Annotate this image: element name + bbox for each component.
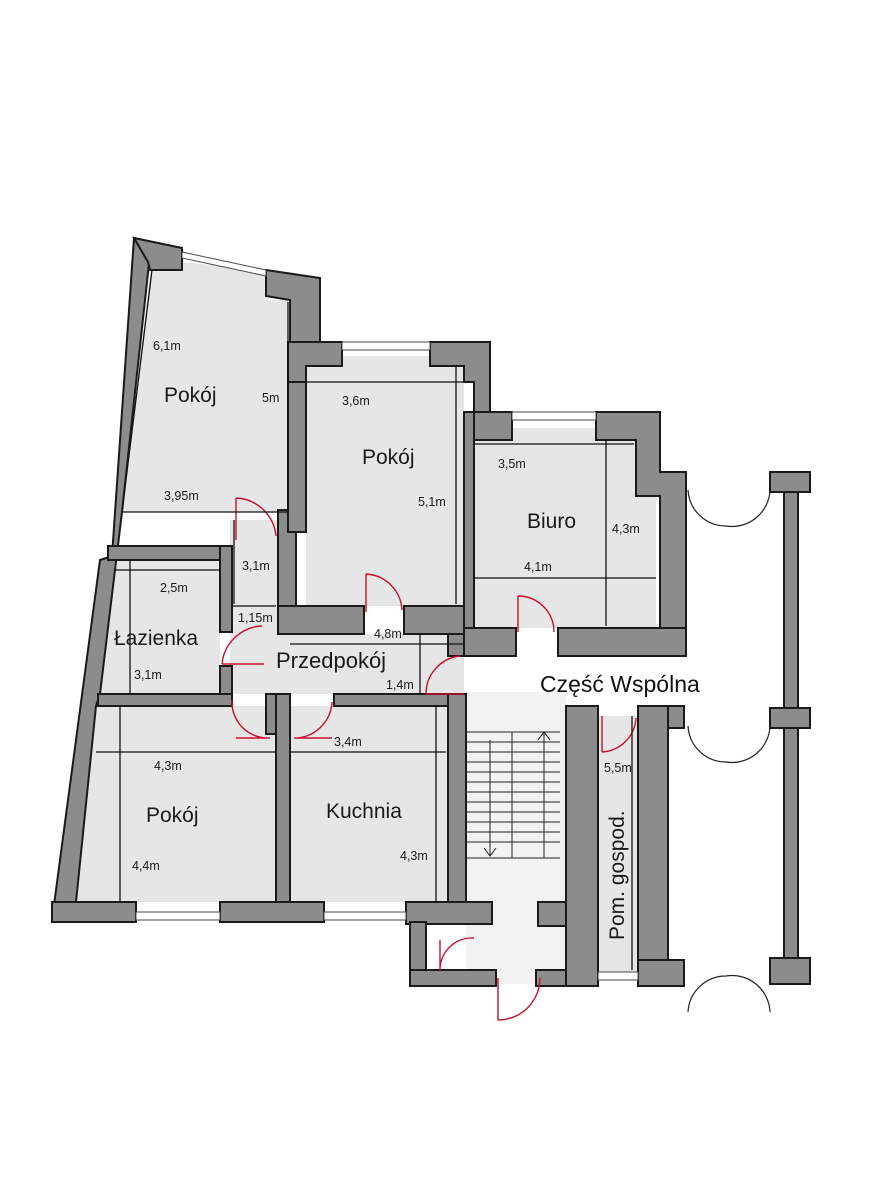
wall-center-biuro [463, 411, 475, 657]
wall-vestibule-right [537, 901, 569, 927]
wall-hall-right [447, 633, 465, 657]
floor-pom-gospod [598, 716, 638, 972]
dim-biuro-width-top: 3,5m [498, 457, 526, 471]
floor-pokoj-sw [76, 706, 276, 902]
window-sw [135, 911, 221, 921]
door-biuro [517, 595, 555, 633]
label-pokoj-nw: Pokój [164, 384, 217, 407]
dim-pom-gospod-height: 5,5m [604, 761, 632, 775]
floor-stairwell [466, 692, 566, 984]
wall-far-right-bottom [769, 957, 811, 985]
door-sw-room [231, 699, 271, 739]
door-balcony-bottom [687, 974, 771, 1013]
dim-kuchnia-height: 4,3m [400, 849, 428, 863]
dim-pokoj-sw-height: 4,4m [132, 859, 160, 873]
label-kuchnia: Kuchnia [326, 800, 402, 823]
walls [50, 236, 811, 987]
dim-biuro-width-bottom: 4,1m [524, 560, 552, 574]
door-main-exit [497, 977, 541, 1021]
wall-biuro-bottom-right [557, 627, 687, 657]
wall-biuro-bottom-left [463, 627, 517, 657]
window-pom [597, 971, 639, 981]
window-nw [181, 251, 267, 277]
wall-kuchnia-top [333, 693, 467, 707]
dim-biuro-height: 4,3m [612, 522, 640, 536]
dimension-labels: 6,1m 5m 3,95m 3,6m 5,1m 3,5m 4,3m 4,1m 2… [132, 339, 640, 873]
dim-lazienka-width: 2,5m [160, 581, 188, 595]
dim-kuchnia-width: 3,4m [334, 735, 362, 749]
door-center-room [365, 573, 403, 612]
door-balcony-top [687, 489, 771, 528]
wall-far-right-post [783, 491, 799, 709]
window-biuro [511, 411, 597, 421]
dim-lazienka-height: 3,1m [134, 668, 162, 682]
dim-hall-width: 1,15m [238, 611, 273, 625]
label-lazienka: Łazienka [114, 627, 198, 650]
wall-south-bottom-3 [405, 901, 493, 925]
label-biuro: Biuro [527, 510, 576, 533]
dim-hall-height: 3,1m [242, 559, 270, 573]
wall-center-bottom-left [277, 605, 365, 635]
window-kuchnia [323, 911, 407, 921]
dim-pokoj-sw-width: 4,3m [154, 759, 182, 773]
wall-far-right-top [769, 471, 811, 493]
window-center [341, 341, 431, 351]
label-pokoj-sw: Pokój [146, 804, 199, 827]
wall-pom-bottom [637, 959, 685, 987]
label-przedpokoj: Przedpokój [276, 648, 386, 673]
wall-south-bottom-1 [51, 901, 137, 923]
wall-lazienka-right [219, 545, 233, 633]
label-pokoj-center: Pokój [362, 446, 415, 469]
wall-pom-left [565, 705, 599, 987]
door-pom-gospod [601, 716, 637, 753]
dim-pokoj-nw-diag: 6,1m [153, 339, 181, 353]
wall-kuchnia-right [447, 693, 467, 909]
wall-pom-right [637, 705, 685, 987]
wall-south-bottom-2 [219, 901, 325, 923]
dim-pokoj-nw-height: 5m [262, 391, 279, 405]
wall-center-top-right [429, 341, 491, 413]
dim-pokoj-nw-width: 3,95m [164, 489, 199, 503]
dim-pokoj-center-height: 5,1m [418, 495, 446, 509]
label-pom-gospod: Pom. gospod. [606, 810, 629, 940]
wall-south-hall-left [265, 693, 277, 735]
wall-lazienka-top [107, 545, 231, 561]
doors [221, 489, 771, 1021]
door-kuchnia [293, 701, 333, 739]
door-vestibule [439, 937, 475, 971]
floor-kuchnia [290, 706, 448, 902]
wall-sw-kuchnia-divider [275, 693, 291, 909]
wall-vestibule-bottom [409, 969, 497, 987]
wall-far-right-mid [769, 707, 811, 729]
door-nw-room [235, 497, 277, 540]
door-entrance [425, 655, 464, 695]
label-czesc-wspolna: Część Wspólna [540, 671, 700, 697]
wall-biuro-top-left [473, 411, 513, 441]
door-balcony-mid [687, 725, 771, 764]
floor-pokoj-nw [122, 262, 288, 512]
wall-mid-right [667, 705, 685, 729]
dim-przedpokoj-width: 4,8m [374, 627, 402, 641]
room-labels: Pokój Pokój Biuro Łazienka Przedpokój Po… [114, 384, 700, 940]
floor-pokoj-center [306, 356, 464, 606]
staircase [466, 731, 560, 859]
door-lazienka [221, 625, 264, 665]
dim-pokoj-center-width: 3,6m [342, 394, 370, 408]
wall-far-right-post-2 [783, 727, 799, 961]
wall-nw-top [132, 236, 183, 271]
windows [135, 251, 639, 981]
wall-lazienka-bottom [97, 693, 233, 707]
dim-przedpokoj-height: 1,4m [386, 678, 414, 692]
dimension-lines [96, 269, 656, 970]
